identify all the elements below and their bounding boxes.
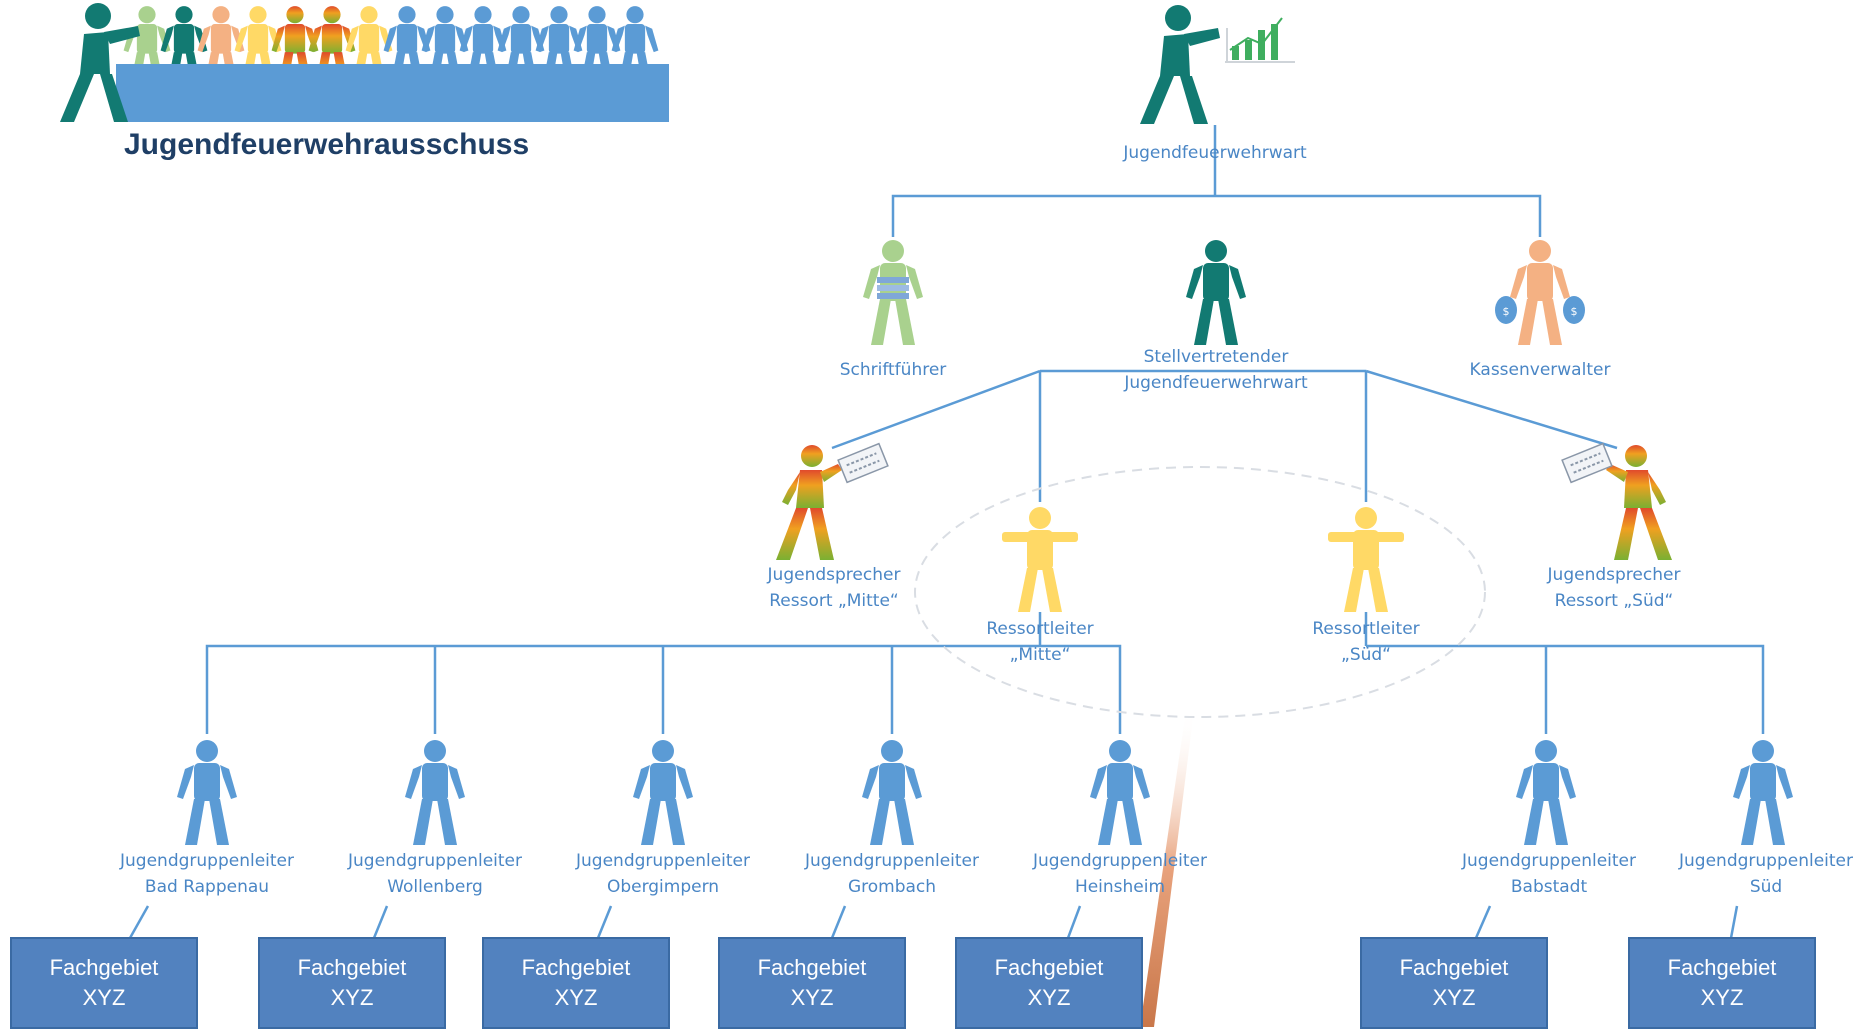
- field-box: Fachgebiet XYZ: [955, 937, 1143, 1029]
- group-leader-label-line2: Babstadt: [1510, 877, 1588, 897]
- group-leader-label: Jugendgruppenleiter Obergimpern: [576, 848, 750, 900]
- group-leader-figure-icon: [1090, 740, 1150, 845]
- leader-figure-icon: [1140, 5, 1220, 124]
- treasurer-label-line1: Kassenverwalter: [1469, 360, 1611, 380]
- field-box: Fachgebiet XYZ: [718, 937, 906, 1029]
- head-mitte-label-line2: „Mitte“: [1009, 645, 1071, 665]
- group-leader-figure-icon: [177, 740, 237, 845]
- secretary-label-line1: Schriftführer: [839, 360, 947, 380]
- speaker-sued-label-line1: Jugendsprecher: [1547, 565, 1681, 585]
- group-leader-label: Jugendgruppenleiter Babstadt: [1462, 848, 1636, 900]
- head-sued-label-line1: Ressortleiter: [1312, 619, 1420, 639]
- field-box: Fachgebiet XYZ: [482, 937, 670, 1029]
- head-sued-label: Ressortleiter „Süd“: [1312, 616, 1419, 668]
- group-leader-label: Jugendgruppenleiter Süd: [1679, 848, 1853, 900]
- svg-text:$: $: [1503, 305, 1510, 318]
- deputy-label-line2: Jugendfeuerwehrwart: [1124, 373, 1308, 393]
- flyer-icon: [837, 442, 889, 484]
- speaker-sued-label-line2: Ressort „Süd“: [1554, 591, 1674, 611]
- treasurer-label: Kassenverwalter: [1470, 357, 1611, 383]
- leader-label: Jugendfeuerwehrwart: [1123, 140, 1306, 166]
- leader-label-line1: Jugendfeuerwehrwart: [1123, 143, 1307, 163]
- field-box-line1: Fachgebiet: [1399, 955, 1509, 980]
- speaker-mitte-label-line2: Ressort „Mitte“: [769, 591, 899, 611]
- group-leader-figure-icon: [405, 740, 465, 845]
- connector-lines: [128, 125, 1765, 939]
- secretary-figure-icon: [863, 240, 923, 345]
- committee-table: [116, 64, 669, 122]
- group-leader-figure-icon: [862, 740, 922, 845]
- speaker-mitte-figure-icon: [776, 445, 842, 560]
- chart-icon: [1225, 17, 1295, 63]
- group-leader-label-line1: Jugendgruppenleiter: [1033, 851, 1207, 871]
- field-box-line1: Fachgebiet: [994, 955, 1104, 980]
- head-sued-label-line2: „Süd“: [1341, 645, 1391, 665]
- group-leader-label-line1: Jugendgruppenleiter: [1679, 851, 1853, 871]
- document-stack-icon: [877, 277, 909, 299]
- speaker-sued-label: Jugendsprecher Ressort „Süd“: [1548, 562, 1681, 614]
- highlight-beam: [1140, 710, 1194, 1027]
- committee-icon: [60, 3, 669, 122]
- field-box-line2: XYZ: [790, 985, 834, 1010]
- speaker-mitte-label-line1: Jugendsprecher: [767, 565, 901, 585]
- group-leader-label: Jugendgruppenleiter Wollenberg: [348, 848, 522, 900]
- speaker-sued-figure-icon: [1606, 445, 1672, 560]
- group-leader-label-line1: Jugendgruppenleiter: [348, 851, 522, 871]
- group-leader-figure-icon: [1516, 740, 1576, 845]
- dashed-ellipse: [914, 466, 1486, 718]
- field-box-line2: XYZ: [1432, 985, 1476, 1010]
- group-leader-label: Jugendgruppenleiter Heinsheim: [1033, 848, 1207, 900]
- svg-text:$: $: [1571, 305, 1578, 318]
- group-leader-label-line2: Heinsheim: [1074, 877, 1166, 897]
- field-box-line1: Fachgebiet: [297, 955, 407, 980]
- field-box-line1: Fachgebiet: [757, 955, 867, 980]
- group-leader-label-line2: Bad Rappenau: [144, 877, 270, 897]
- group-leader-label-line1: Jugendgruppenleiter: [120, 851, 294, 871]
- group-leader-label-line1: Jugendgruppenleiter: [805, 851, 979, 871]
- group-leader-figure-icon: [633, 740, 693, 845]
- group-leader-label-line2: Grombach: [847, 877, 937, 897]
- page-title: Jugendfeuerwehrausschuss: [124, 128, 530, 161]
- field-box-line2: XYZ: [330, 985, 374, 1010]
- field-box-line2: XYZ: [554, 985, 598, 1010]
- field-box: Fachgebiet XYZ: [1628, 937, 1816, 1029]
- treasurer-figure-icon: $ $: [1495, 240, 1585, 345]
- deputy-figure-icon: [1186, 240, 1246, 345]
- group-leader-label: Jugendgruppenleiter Grombach: [805, 848, 979, 900]
- flyer-icon: [1561, 442, 1613, 484]
- speaker-mitte-label: Jugendsprecher Ressort „Mitte“: [768, 562, 901, 614]
- group-leader-label-line2: Wollenberg: [387, 877, 483, 897]
- field-box-line2: XYZ: [1700, 985, 1744, 1010]
- secretary-label: Schriftführer: [840, 357, 947, 383]
- field-box-line1: Fachgebiet: [49, 955, 159, 980]
- field-box: Fachgebiet XYZ: [10, 937, 198, 1029]
- field-box-line1: Fachgebiet: [1667, 955, 1777, 980]
- group-leader-label-line2: Obergimpern: [606, 877, 720, 897]
- money-bag-icon: $ $: [1495, 296, 1585, 324]
- head-mitte-label: Ressortleiter „Mitte“: [986, 616, 1093, 668]
- field-box-line2: XYZ: [1027, 985, 1071, 1010]
- field-box: Fachgebiet XYZ: [258, 937, 446, 1029]
- field-box-line2: XYZ: [82, 985, 126, 1010]
- head-sued-figure-icon: [1328, 507, 1404, 612]
- field-box-line1: Fachgebiet: [521, 955, 631, 980]
- head-mitte-figure-icon: [1002, 507, 1078, 612]
- group-leader-label-line1: Jugendgruppenleiter: [576, 851, 750, 871]
- group-leader-label-line1: Jugendgruppenleiter: [1462, 851, 1636, 871]
- field-box: Fachgebiet XYZ: [1360, 937, 1548, 1029]
- head-mitte-label-line1: Ressortleiter: [986, 619, 1094, 639]
- deputy-label-line1: Stellvertretender: [1143, 347, 1289, 367]
- deputy-label: Stellvertretender Jugendfeuerwehrwart: [1124, 344, 1307, 396]
- group-leader-figure-icon: [1733, 740, 1793, 845]
- group-leader-label-line2: Süd: [1749, 877, 1783, 897]
- group-leader-label: Jugendgruppenleiter Bad Rappenau: [120, 848, 294, 900]
